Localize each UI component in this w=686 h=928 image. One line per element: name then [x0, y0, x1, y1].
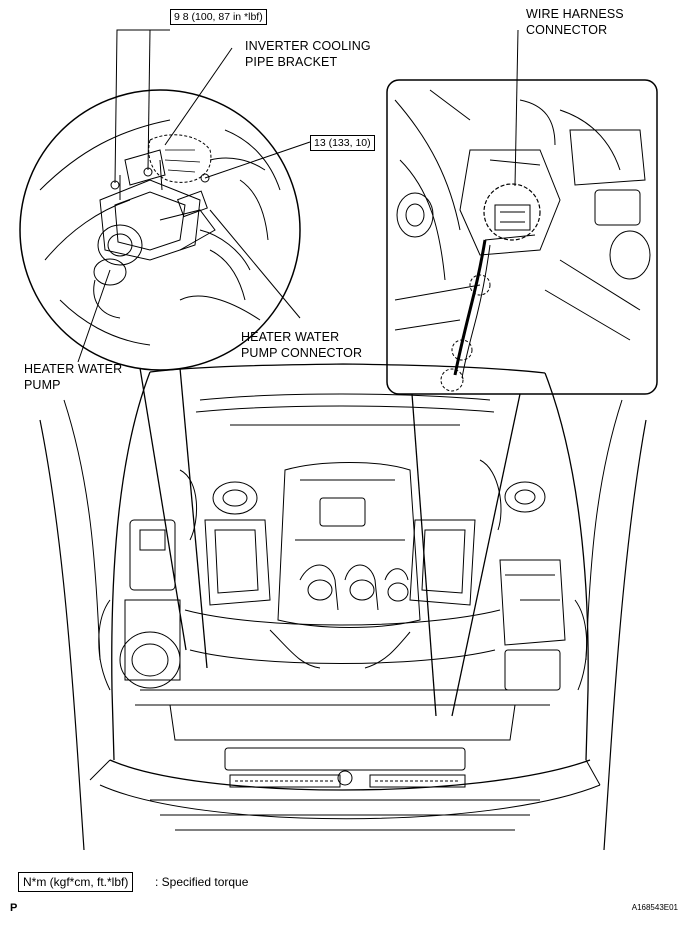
wire-harness-label-line1: WIRE HARNESS: [526, 7, 624, 21]
torque-spec-large: 13 (133, 10): [310, 135, 375, 151]
heater-pump-label-line2: PUMP: [24, 378, 61, 392]
figure-code: A168543E01: [631, 903, 678, 912]
heater-pump-label-line1: HEATER WATER: [24, 362, 123, 376]
inverter-bracket-label-line2: PIPE BRACKET: [245, 55, 338, 69]
legend-description: : Specified torque: [155, 875, 249, 889]
heater-pump-detail-circle: [19, 29, 311, 669]
wire-harness-label-line2: CONNECTOR: [526, 23, 608, 37]
pump-connector-label-line1: HEATER WATER: [241, 330, 340, 344]
legend-torque-unit-box: N*m (kgf*cm, ft.*lbf): [18, 872, 134, 892]
inverter-bracket-label-line1: INVERTER COOLING: [245, 39, 371, 53]
torque-spec-small: 9 8 (100, 87 in *lbf): [170, 9, 267, 25]
page-marker: P: [10, 902, 18, 914]
pump-connector-label-line2: PUMP CONNECTOR: [241, 346, 363, 360]
engine-bay-overview: [39, 363, 647, 851]
wire-harness-detail-box: [386, 29, 658, 717]
